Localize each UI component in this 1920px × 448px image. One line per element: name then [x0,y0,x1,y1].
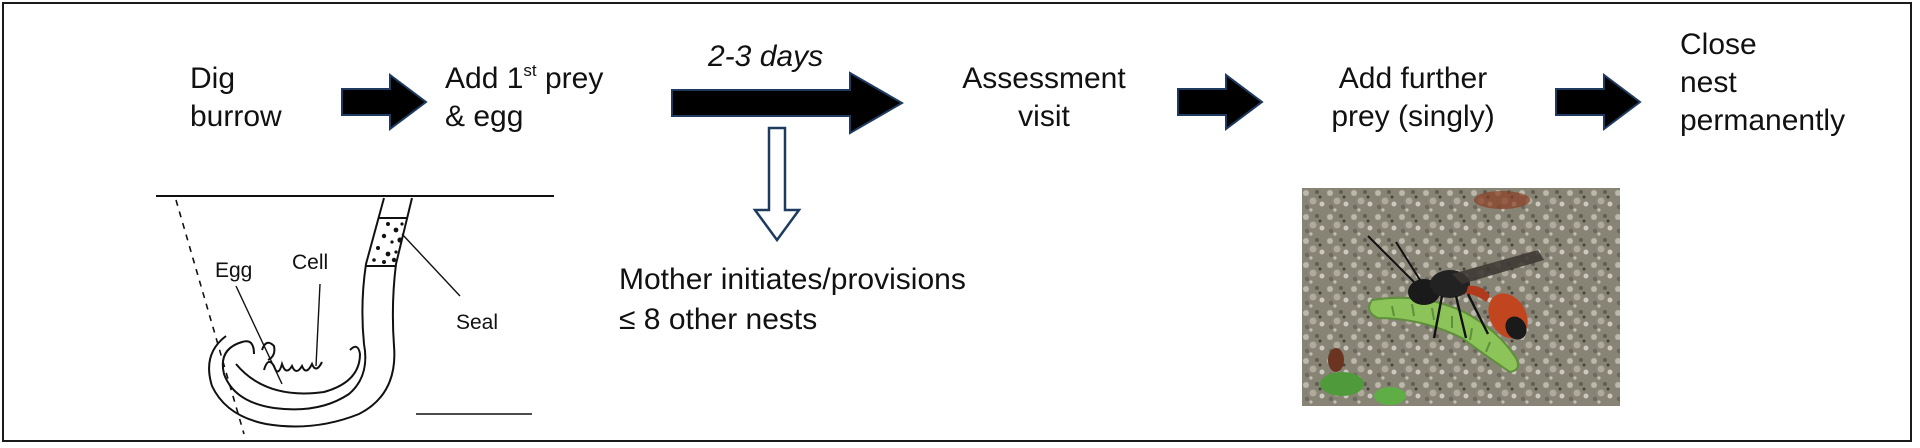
step-dig-burrow: Dig burrow [190,60,282,136]
delay-label: 2-3 days [708,40,824,73]
burrow-diagram [156,195,554,435]
step-add-further-line2: prey (singly) [1331,100,1495,133]
burrow-label-egg: Egg [215,259,253,282]
burrow-label-cell: Cell [292,251,329,274]
burrow-label-seal: Seal [456,311,499,334]
arrow-right-icon [1177,73,1264,131]
step-assessment-line1: Assessment [962,62,1126,95]
step-add-first-line2: & egg [445,100,524,133]
diagram-frame: Dig burrow Add 1st prey & egg 2-3 days M… [2,2,1912,442]
step-close-line1: Close [1680,28,1757,61]
branch-note-line2: ≤ 8 other nests [619,303,818,336]
step-dig-line2: burrow [190,100,282,133]
step-add-first-line1: Add 1st prey [445,61,604,95]
hollow-arrow-down-icon [752,126,802,243]
step-assessment-line2: visit [1018,100,1070,133]
step-add-further-line1: Add further [1338,62,1488,95]
step-close-line2: nest [1680,66,1737,99]
step-close-nest: Close nest permanently [1680,26,1845,140]
arrow-right-icon [341,73,428,131]
step-dig-line1: Dig [190,62,236,95]
step-close-line3: permanently [1680,104,1846,137]
step-assessment-visit: Assessment visit [944,60,1144,136]
arrow-right-icon [1555,73,1642,131]
branch-note: Mother initiates/provisions ≤ 8 other ne… [619,260,966,340]
wasp-with-caterpillar-photo [1302,188,1620,406]
step-add-first-prey: Add 1st prey & egg [445,60,603,136]
step-add-further-prey: Add further prey (singly) [1306,60,1520,136]
branch-note-line1: Mother initiates/provisions [619,263,966,296]
long-arrow-right-icon [671,71,905,135]
